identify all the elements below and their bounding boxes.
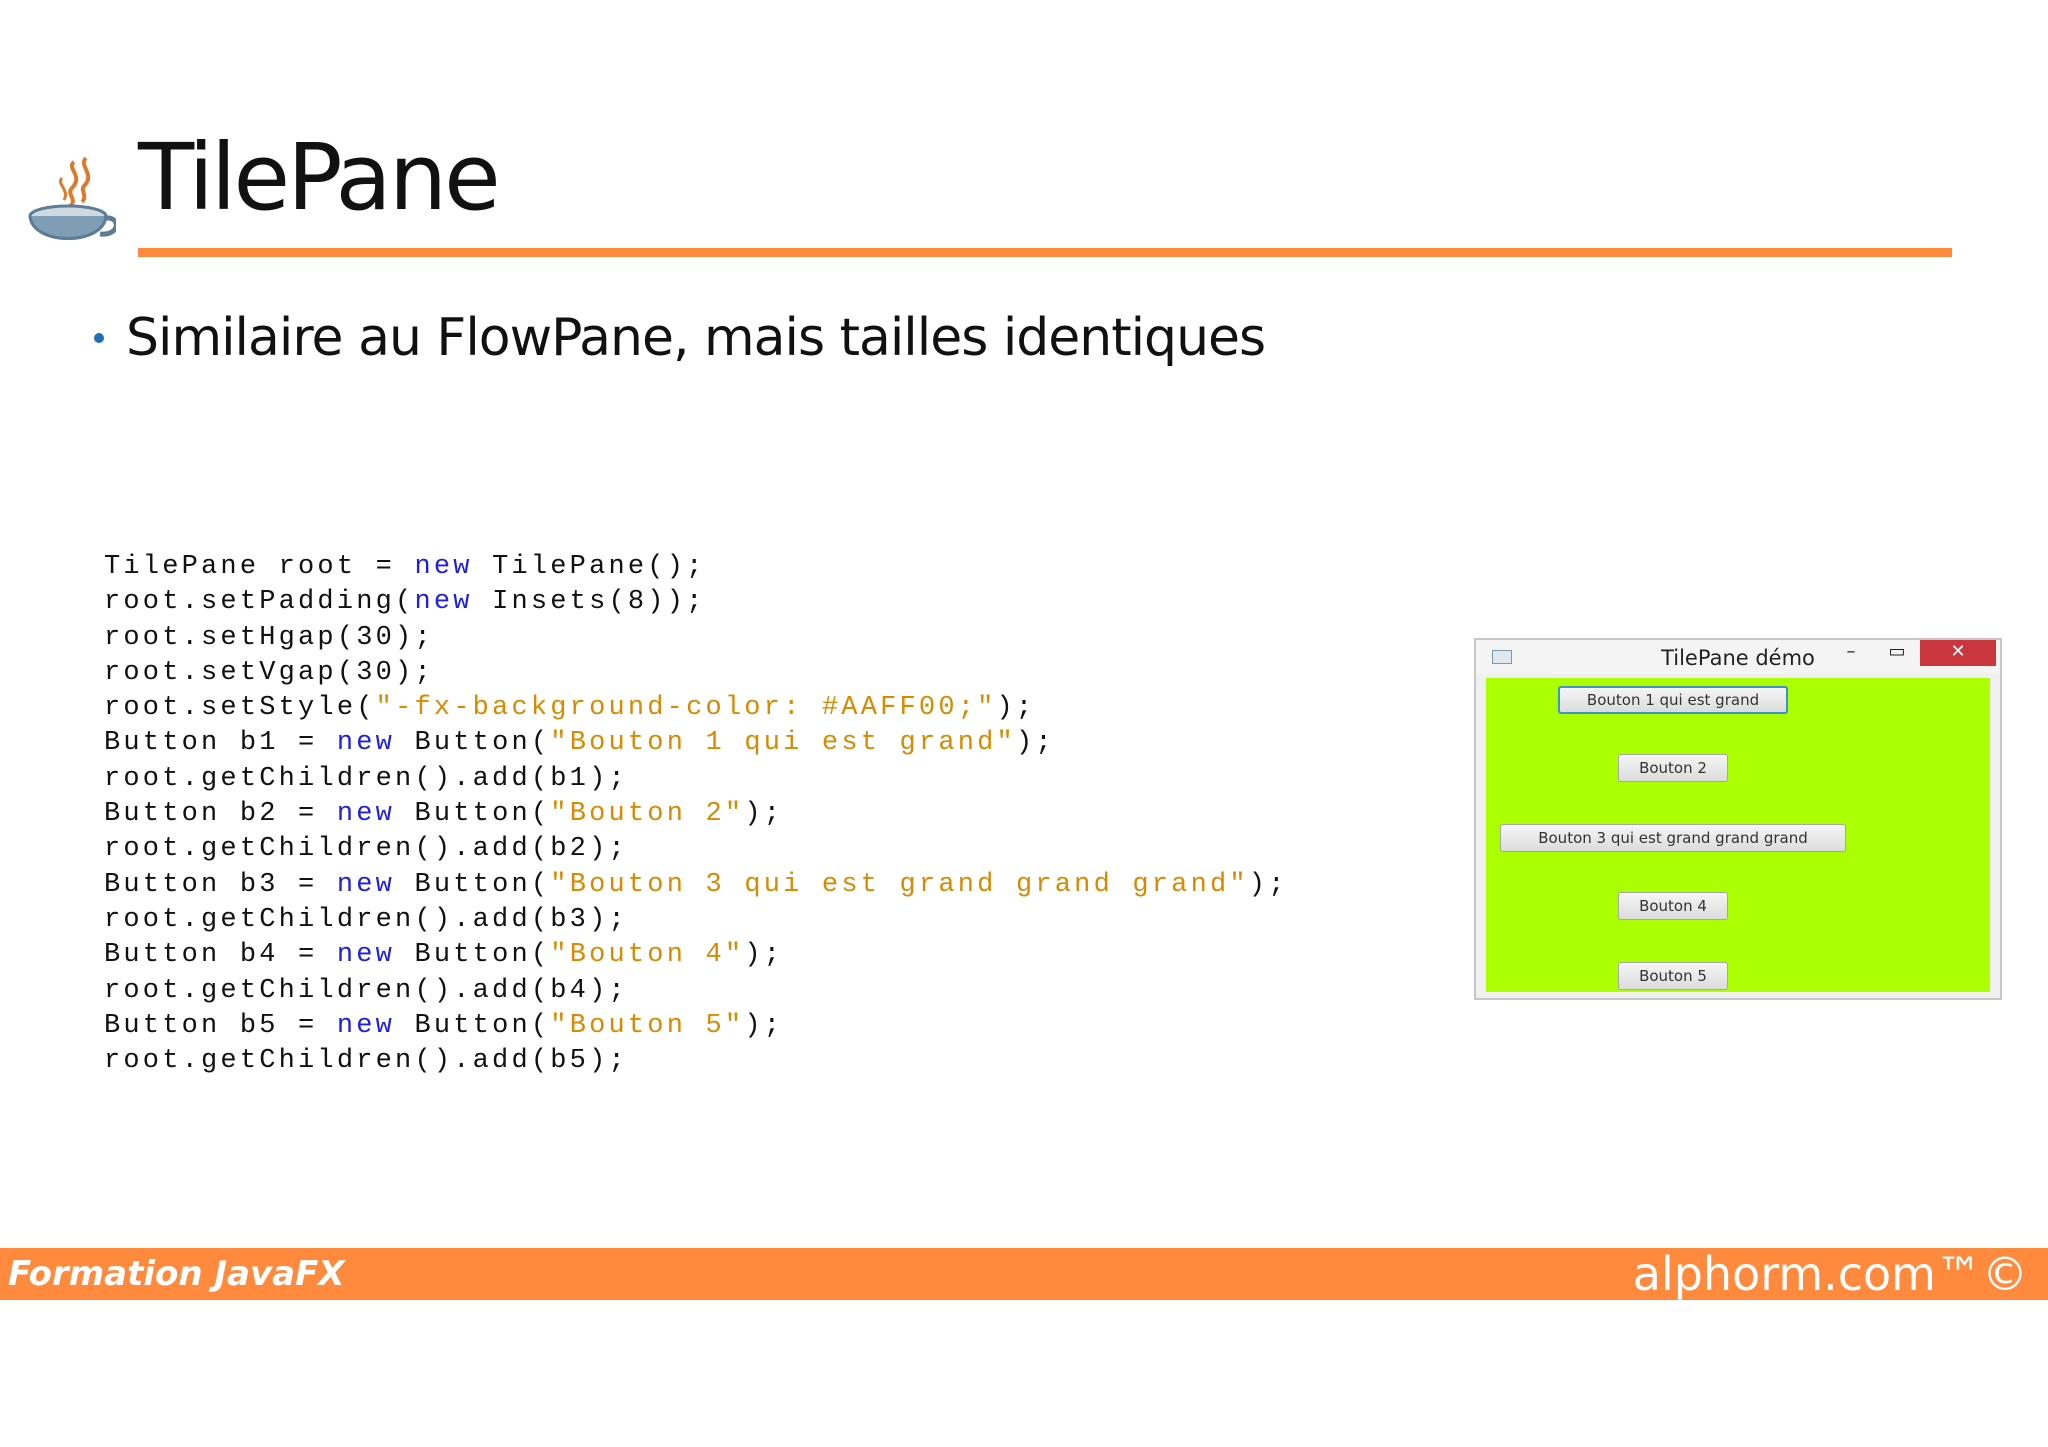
code-token: Button b1 = — [104, 728, 337, 759]
footer-brand: alphorm.com™© — [1632, 1247, 2028, 1301]
code-line: Button b3 = new Button("Bouton 3 qui est… — [104, 868, 1288, 903]
code-token: ); — [1015, 728, 1055, 759]
code-token: Button( — [395, 869, 551, 900]
bullet-text: Similaire au FlowPane, mais tailles iden… — [126, 308, 1266, 368]
tilepane-content: Bouton 1 qui est grand Bouton 2 Bouton 3… — [1486, 678, 1990, 992]
code-token: ); — [744, 799, 784, 830]
code-line: root.getChildren().add(b1); — [104, 762, 1288, 797]
tilepane-demo-window: TilePane démo – ▭ ✕ Bouton 1 qui est gra… — [1474, 638, 2002, 1000]
code-token: ); — [744, 940, 784, 971]
title-underline — [138, 248, 1952, 257]
code-keyword: new — [336, 799, 396, 830]
window-title: TilePane démo — [1661, 646, 1815, 670]
code-token: TilePane root = — [104, 552, 415, 582]
code-line: Button b2 = new Button("Bouton 2"); — [104, 797, 1288, 832]
code-keyword: new — [336, 869, 396, 900]
code-keyword: new — [336, 1010, 396, 1041]
maximize-icon[interactable]: ▭ — [1888, 641, 1906, 662]
code-token: root.getChildren().add(b3); — [104, 904, 628, 935]
window-titlebar[interactable]: TilePane démo – ▭ ✕ — [1476, 640, 2000, 674]
code-string: "Bouton 2" — [550, 799, 745, 830]
code-token: Button( — [395, 799, 551, 830]
code-token: root.setHgap(30); — [104, 622, 434, 653]
code-token: Button( — [395, 728, 551, 759]
code-line: Button b1 = new Button("Bouton 1 qui est… — [104, 726, 1288, 761]
code-string: "Bouton 5" — [550, 1010, 745, 1041]
code-line: root.getChildren().add(b5); — [104, 1044, 1288, 1079]
code-keyword: new — [414, 552, 473, 582]
code-line: Button b4 = new Button("Bouton 4"); — [104, 938, 1288, 973]
minimize-icon[interactable]: – — [1846, 641, 1856, 662]
code-token: ); — [1248, 869, 1288, 900]
code-token: root.getChildren().add(b1); — [104, 763, 628, 794]
bouton-5-button[interactable]: Bouton 5 — [1618, 962, 1728, 990]
code-token: ); — [744, 1010, 784, 1041]
code-keyword: new — [414, 587, 473, 618]
footer-bar: Formation JavaFX alphorm.com™© — [0, 1248, 2048, 1300]
code-line: Button b5 = new Button("Bouton 5"); — [104, 1009, 1288, 1044]
code-line: root.getChildren().add(b2); — [104, 832, 1288, 867]
bouton-3-button[interactable]: Bouton 3 qui est grand grand grand — [1500, 824, 1846, 852]
slide-title: TilePane — [138, 124, 501, 231]
code-token: root.getChildren().add(b2); — [104, 834, 628, 865]
bouton-4-button[interactable]: Bouton 4 — [1618, 892, 1728, 920]
code-line: root.setHgap(30); — [104, 621, 1288, 656]
code-token: Button b3 = — [104, 869, 337, 900]
code-string: "Bouton 4" — [550, 940, 745, 971]
code-keyword: new — [336, 728, 396, 759]
code-line: root.setVgap(30); — [104, 656, 1288, 691]
code-token: root.getChildren().add(b5); — [104, 1046, 628, 1077]
code-token: Button( — [395, 940, 551, 971]
code-token: Button b4 = — [104, 940, 337, 971]
code-line: root.setStyle("-fx-background-color: #AA… — [104, 691, 1288, 726]
code-line: root.setPadding(new Insets(8)); — [104, 585, 1288, 620]
code-token: Button b2 = — [104, 799, 337, 830]
code-token: Insets(8)); — [472, 587, 706, 618]
code-token: root.setStyle( — [104, 693, 376, 724]
code-string: "Bouton 3 qui est grand grand grand" — [550, 869, 1249, 900]
code-token: Button b5 = — [104, 1010, 337, 1041]
code-string: "Bouton 1 qui est grand" — [550, 728, 1016, 759]
code-line: TilePane root = new TilePane(); — [104, 550, 1288, 585]
bouton-1-button[interactable]: Bouton 1 qui est grand — [1558, 686, 1788, 714]
code-line: root.getChildren().add(b3); — [104, 903, 1288, 938]
javafx-coffee-cup-icon — [26, 154, 119, 254]
code-listing: TilePane root = new TilePane();root.setP… — [104, 550, 1288, 1079]
code-token: TilePane(); — [472, 552, 706, 582]
bullet-dot-icon — [94, 333, 104, 343]
close-icon[interactable]: ✕ — [1920, 640, 1996, 666]
code-token: Button( — [395, 1010, 551, 1041]
code-keyword: new — [336, 940, 396, 971]
footer-course-title: Formation JavaFX — [8, 1254, 345, 1294]
window-app-icon — [1492, 650, 1512, 664]
code-token: root.getChildren().add(b4); — [104, 975, 628, 1006]
bouton-2-button[interactable]: Bouton 2 — [1618, 754, 1728, 782]
code-line: root.getChildren().add(b4); — [104, 974, 1288, 1009]
bullet-item: Similaire au FlowPane, mais tailles iden… — [94, 308, 1266, 368]
code-string: "-fx-background-color: #AAFF00;" — [375, 693, 997, 724]
code-token: root.setVgap(30); — [104, 657, 434, 688]
code-token: ); — [996, 693, 1036, 724]
code-token: root.setPadding( — [104, 587, 415, 618]
